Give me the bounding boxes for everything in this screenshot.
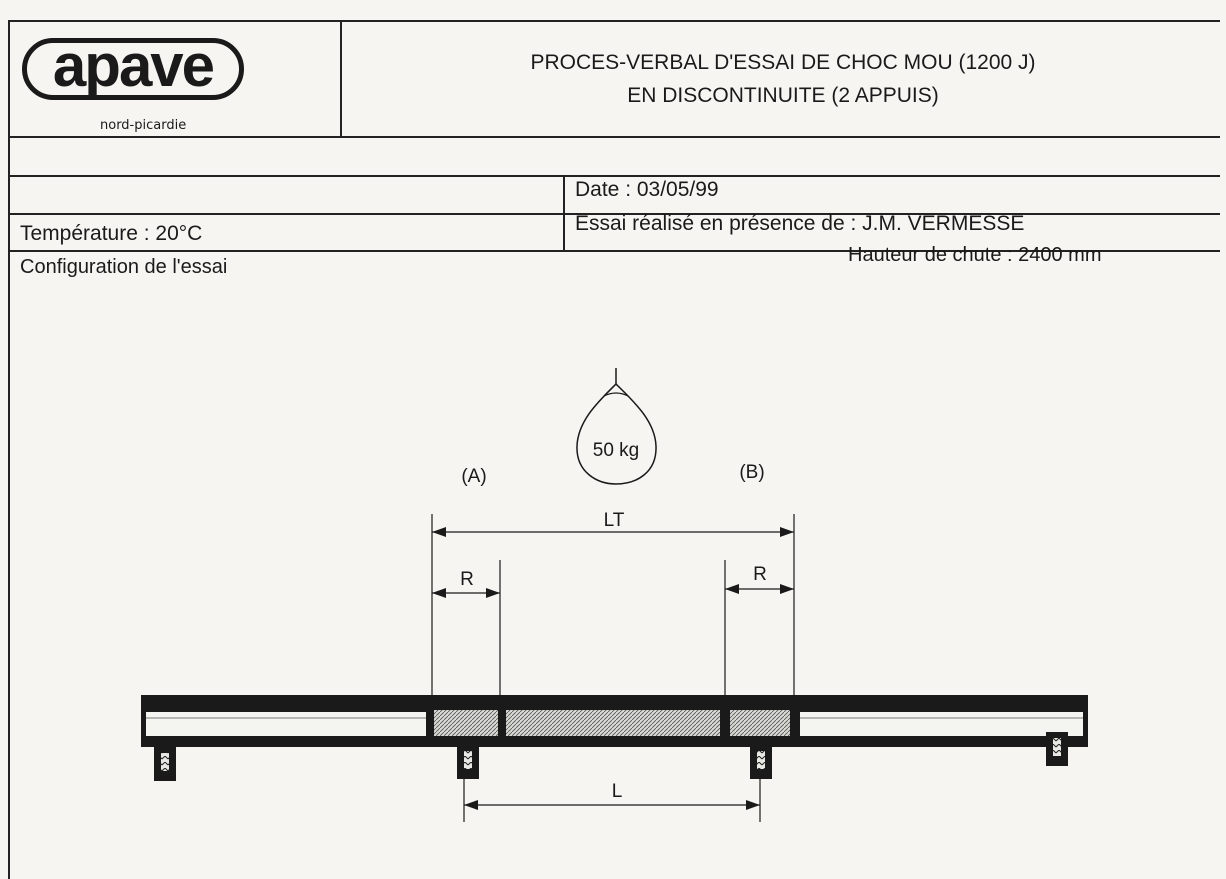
title-line-1: PROCES-VERBAL D'ESSAI DE CHOC MOU (1200 … (530, 51, 1036, 74)
header-bottom-line (8, 136, 1220, 138)
panel-segment-right (730, 710, 790, 736)
support-a-label: (A) (461, 466, 486, 487)
dimension-l: L (463, 779, 761, 822)
top-border (8, 20, 1220, 22)
dimension-r-right-label: R (753, 564, 767, 585)
logo-region: nord-picardie (100, 118, 187, 133)
info-divider (563, 175, 565, 252)
weight-label: 50 kg (593, 440, 639, 461)
end-support-right (1046, 732, 1068, 766)
date-field: Date : 03/05/99 (575, 178, 719, 201)
configuration-label: Configuration de l'essai (20, 256, 228, 278)
support-a (457, 745, 479, 779)
header-divider (340, 20, 342, 136)
witness-field: Essai réalisé en présence de : J.M. VERM… (575, 212, 1025, 235)
end-support-left (154, 747, 176, 781)
dimension-r-left-label: R (460, 569, 474, 590)
weight-bag: 50 kg (576, 382, 657, 485)
apave-logo: apave nord-picardie (22, 32, 250, 146)
support-b-label: (B) (739, 462, 764, 483)
support-b (750, 745, 772, 779)
dimension-l-label: L (612, 781, 623, 802)
logo-outline (22, 38, 244, 100)
logo-wordmark: apave (52, 32, 215, 99)
test-beam (141, 695, 1088, 747)
temperature-field: Température : 20°C (20, 222, 203, 245)
panel-segment-left (434, 710, 498, 736)
left-border (8, 20, 10, 879)
drop-height-field: Hauteur de chute : 2400 mm (848, 244, 1102, 266)
row-line-1 (8, 175, 1220, 177)
row-line-3 (8, 250, 1220, 252)
title-line-2: EN DISCONTINUITE (2 APPUIS) (627, 84, 939, 107)
dimension-r-right: R (725, 564, 794, 594)
report-title: PROCES-VERBAL D'ESSAI DE CHOC MOU (1200 … (348, 46, 1218, 112)
panel-segment-center (506, 710, 720, 736)
row-line-2 (8, 213, 1220, 215)
dimension-lt: LT (432, 510, 794, 537)
dimension-r-left: R (432, 569, 500, 598)
dimension-lt-label: LT (604, 510, 625, 531)
